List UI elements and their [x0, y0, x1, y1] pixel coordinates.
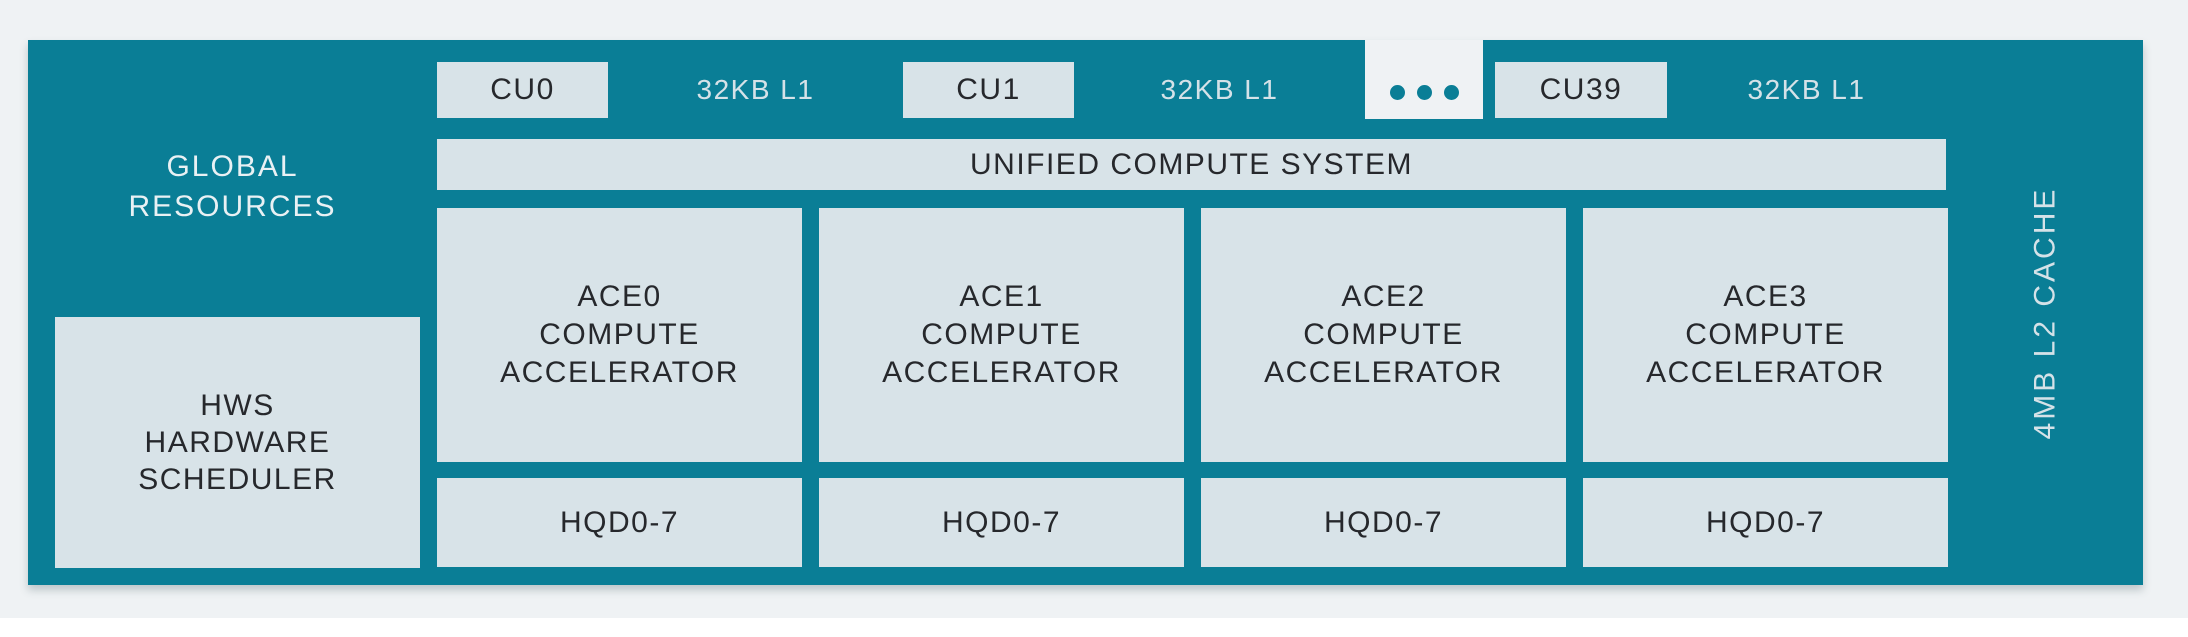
ace3-line2: COMPUTE [1685, 318, 1846, 351]
hws-hardware-scheduler-box: HWS HARDWARE SCHEDULER [55, 317, 420, 568]
hqd-label-2: HQD0-7 [1323, 505, 1444, 539]
cu0-box: CU0 [437, 62, 608, 118]
cu-ellipsis-notch [1365, 40, 1483, 119]
l2-cache-label: 4MB L2 CACHE [2028, 186, 2062, 439]
ace3-line3: ACCELERATOR [1646, 356, 1885, 389]
gpu-architecture-diagram: GLOBAL RESOURCES HWS HARDWARE SCHEDULER … [28, 40, 2143, 585]
ace1-line2: COMPUTE [921, 318, 1082, 351]
hws-line1: HWS [200, 389, 275, 422]
unified-compute-system-bar: UNIFIED COMPUTE SYSTEM [437, 139, 1946, 190]
ace2-box: ACE2 COMPUTE ACCELERATOR [1201, 208, 1566, 462]
hqd-box-0: HQD0-7 [437, 478, 802, 567]
ace1-line3: ACCELERATOR [882, 356, 1121, 389]
ace0-name: ACE0 [577, 280, 662, 313]
cu1-label: CU1 [956, 73, 1021, 106]
ace0-box: ACE0 COMPUTE ACCELERATOR [437, 208, 802, 462]
global-resources-label: GLOBAL RESOURCES [28, 147, 437, 227]
cu0-label: CU0 [490, 73, 555, 106]
ace2-name: ACE2 [1341, 280, 1426, 313]
l1-cache-label-2: 32KB L1 [1747, 74, 1866, 105]
hqd-label-1: HQD0-7 [941, 505, 1062, 539]
ace3-name: ACE3 [1723, 280, 1808, 313]
ellipsis-dot [1416, 85, 1432, 100]
unified-compute-system-label: UNIFIED COMPUTE SYSTEM [969, 147, 1414, 181]
ace0-line3: ACCELERATOR [500, 356, 739, 389]
hws-line2: HARDWARE [144, 426, 331, 459]
cu1-box: CU1 [903, 62, 1074, 118]
hws-line3: SCHEDULER [138, 463, 337, 496]
hqd-label-0: HQD0-7 [559, 505, 680, 539]
l1-cache-label-0: 32KB L1 [696, 74, 815, 105]
cu39-box: CU39 [1495, 62, 1667, 118]
ace3-box: ACE3 COMPUTE ACCELERATOR [1583, 208, 1948, 462]
hqd-box-2: HQD0-7 [1201, 478, 1566, 567]
hqd-box-1: HQD0-7 [819, 478, 1184, 567]
global-resources-line2: RESOURCES [128, 190, 337, 223]
ace0-line2: COMPUTE [539, 318, 700, 351]
hqd-box-3: HQD0-7 [1583, 478, 1948, 567]
ellipsis-dot [1389, 85, 1405, 100]
ace1-name: ACE1 [959, 280, 1044, 313]
global-resources-line1: GLOBAL [166, 150, 299, 183]
ace2-line2: COMPUTE [1303, 318, 1464, 351]
ace1-box: ACE1 COMPUTE ACCELERATOR [819, 208, 1184, 462]
ellipsis-dot [1443, 85, 1459, 100]
cu39-label: CU39 [1539, 73, 1623, 106]
page-bottom-margin [0, 618, 2188, 637]
l2-cache-column: 4MB L2 CACHE [1948, 40, 2143, 585]
ace2-line3: ACCELERATOR [1264, 356, 1503, 389]
hqd-label-3: HQD0-7 [1705, 505, 1826, 539]
l1-cache-label-1: 32KB L1 [1160, 74, 1279, 105]
